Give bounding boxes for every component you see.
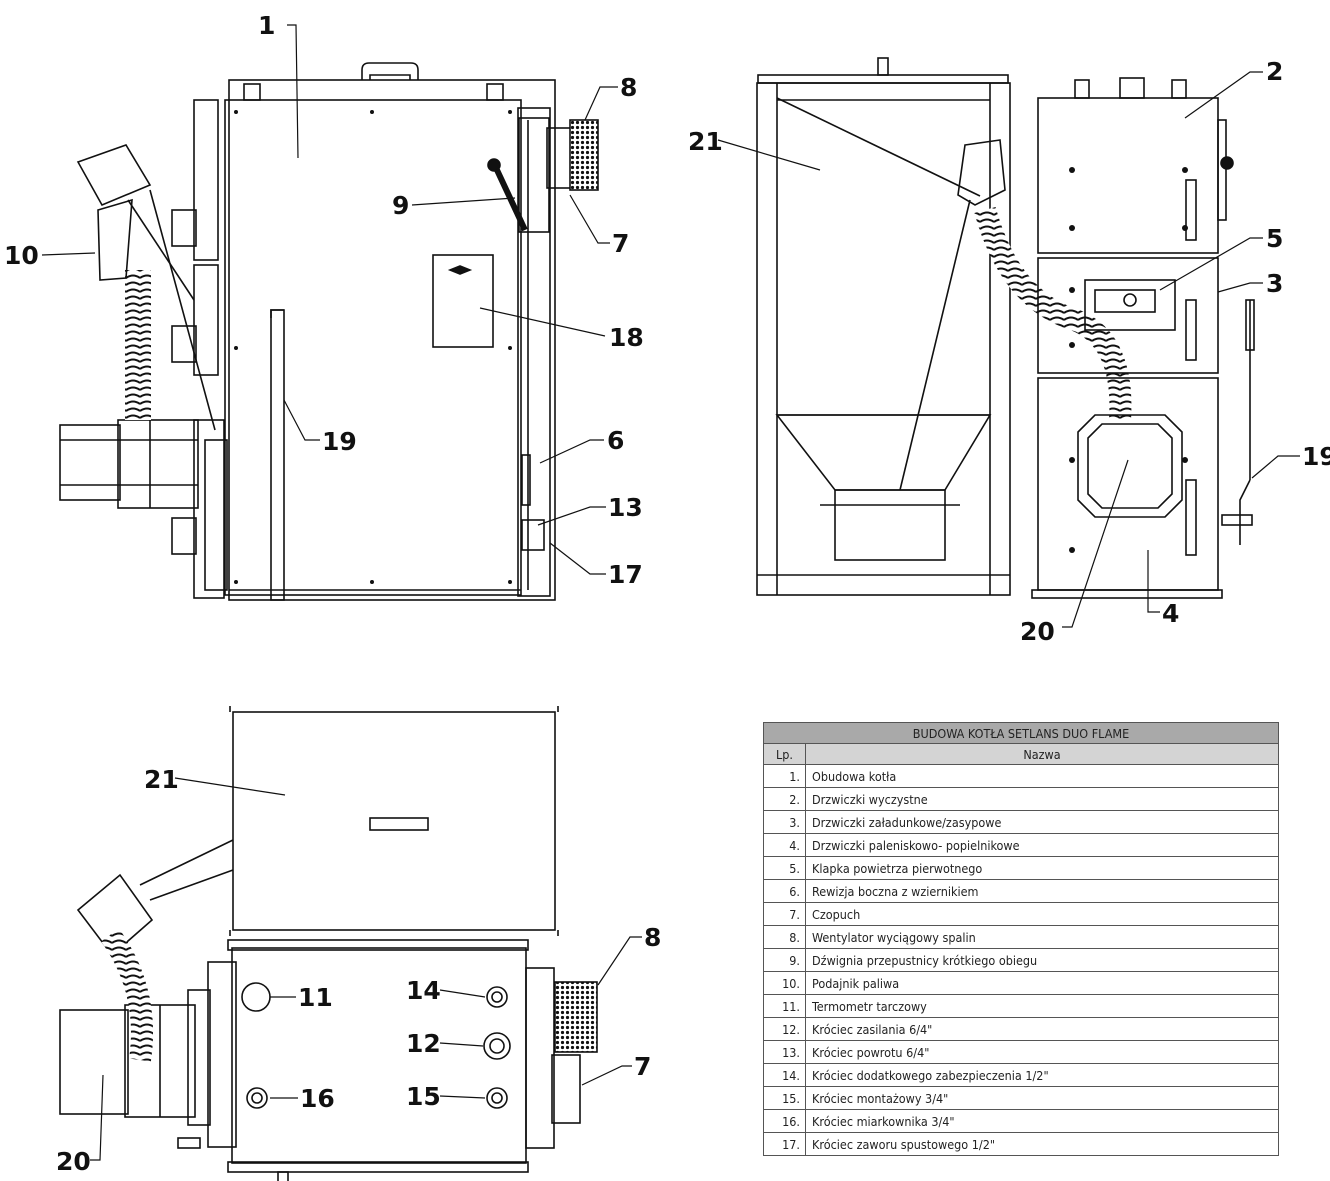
part-name: Czopuch: [805, 902, 1279, 926]
callout-21-top: 21: [144, 765, 179, 794]
callout-5: 5: [1266, 224, 1283, 253]
top-view: [59, 706, 598, 1181]
column-header-name: Nazwa: [805, 743, 1279, 765]
callout-7-top: 7: [634, 1052, 651, 1081]
callout-13: 13: [608, 493, 643, 522]
callout-19: 19: [322, 427, 357, 456]
part-name: Drzwiczki załadunkowe/zasypowe: [805, 810, 1279, 834]
part-name: Podajnik paliwa: [805, 971, 1279, 995]
table-row: 15.Króciec montażowy 3/4": [763, 1086, 1279, 1110]
row-number: 7.: [763, 902, 806, 926]
callout-1: 1: [258, 11, 275, 40]
part-name: Drzwiczki paleniskowo- popielnikowe: [805, 833, 1279, 857]
part-name: Klapka powietrza pierwotnego: [805, 856, 1279, 880]
row-number: 13.: [763, 1040, 806, 1064]
part-name: Rewizja boczna z wziernikiem: [805, 879, 1279, 903]
callout-15: 15: [406, 1082, 441, 1111]
table-row: 2.Drzwiczki wyczystne: [763, 787, 1279, 811]
callout-4: 4: [1162, 599, 1179, 628]
part-name: Dźwignia przepustnicy krótkiego obiegu: [805, 948, 1279, 972]
callout-10: 10: [4, 241, 39, 270]
row-number: 9.: [763, 948, 806, 972]
row-number: 10.: [763, 971, 806, 995]
table-row: 17.Króciec zaworu spustowego 1/2": [763, 1132, 1279, 1156]
callout-20-top: 20: [56, 1147, 91, 1176]
callout-3: 3: [1266, 269, 1283, 298]
row-number: 8.: [763, 925, 806, 949]
part-name: Króciec zasilania 6/4": [805, 1017, 1279, 1041]
part-name: Króciec montażowy 3/4": [805, 1086, 1279, 1110]
table-row: 13.Króciec powrotu 6/4": [763, 1040, 1279, 1064]
part-name: Wentylator wyciągowy spalin: [805, 925, 1279, 949]
table-row: 1.Obudowa kotła: [763, 764, 1279, 788]
part-name: Króciec zaworu spustowego 1/2": [805, 1132, 1279, 1156]
callout-17: 17: [608, 560, 643, 589]
callout-16: 16: [300, 1084, 335, 1113]
table-row: 5.Klapka powietrza pierwotnego: [763, 856, 1279, 880]
column-header-lp: Lp.: [763, 743, 806, 765]
callout-11: 11: [298, 983, 333, 1012]
row-number: 12.: [763, 1017, 806, 1041]
row-number: 14.: [763, 1063, 806, 1087]
table-row: 3.Drzwiczki załadunkowe/zasypowe: [763, 810, 1279, 834]
callout-18: 18: [609, 323, 644, 352]
callout-21: 21: [688, 127, 723, 156]
parts-table-container: BUDOWA KOTŁA SETLANS DUO FLAME Lp. Nazwa…: [760, 718, 1284, 1181]
row-number: 5.: [763, 856, 806, 880]
table-row: 10.Podajnik paliwa: [763, 971, 1279, 995]
part-name: Króciec powrotu 6/4": [805, 1040, 1279, 1064]
front-view: [59, 62, 599, 601]
leader-lines: [41, 24, 1300, 1161]
row-number: 4.: [763, 833, 806, 857]
callout-14: 14: [406, 976, 441, 1005]
parts-table: BUDOWA KOTŁA SETLANS DUO FLAME Lp. Nazwa…: [763, 722, 1279, 1156]
part-name: Drzwiczki wyczystne: [805, 787, 1279, 811]
row-number: 11.: [763, 994, 806, 1018]
side-view: [756, 57, 1255, 599]
row-number: 16.: [763, 1109, 806, 1133]
table-row: 12.Króciec zasilania 6/4": [763, 1017, 1279, 1041]
table-row: 6.Rewizja boczna z wziernikiem: [763, 879, 1279, 903]
row-number: 3.: [763, 810, 806, 834]
callout-8-top: 8: [644, 923, 661, 952]
part-name: Termometr tarczowy: [805, 994, 1279, 1018]
part-name: Króciec dodatkowego zabezpieczenia 1/2": [805, 1063, 1279, 1087]
table-row: 7.Czopuch: [763, 902, 1279, 926]
callout-20: 20: [1020, 617, 1055, 646]
part-name: Króciec miarkownika 3/4": [805, 1109, 1279, 1133]
callout-19-side: 19: [1302, 442, 1330, 471]
row-number: 6.: [763, 879, 806, 903]
callout-7: 7: [612, 229, 629, 258]
table-title: BUDOWA KOTŁA SETLANS DUO FLAME: [763, 722, 1279, 744]
table-row: 8.Wentylator wyciągowy spalin: [763, 925, 1279, 949]
row-number: 17.: [763, 1132, 806, 1156]
table-row: 11.Termometr tarczowy: [763, 994, 1279, 1018]
row-number: 1.: [763, 764, 806, 788]
part-name: Obudowa kotła: [805, 764, 1279, 788]
table-row: 14.Króciec dodatkowego zabezpieczenia 1/…: [763, 1063, 1279, 1087]
callout-2: 2: [1266, 57, 1283, 86]
callout-8: 8: [620, 73, 637, 102]
table-row: 4.Drzwiczki paleniskowo- popielnikowe: [763, 833, 1279, 857]
callout-9: 9: [392, 191, 409, 220]
callout-12: 12: [406, 1029, 441, 1058]
row-number: 15.: [763, 1086, 806, 1110]
row-number: 2.: [763, 787, 806, 811]
table-row: 16.Króciec miarkownika 3/4": [763, 1109, 1279, 1133]
callout-6: 6: [607, 426, 624, 455]
table-row: 9.Dźwignia przepustnicy krótkiego obiegu: [763, 948, 1279, 972]
